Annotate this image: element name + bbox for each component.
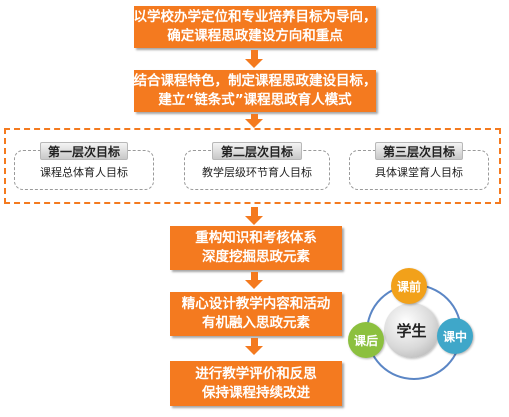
goal-1-title: 第一层次目标 xyxy=(40,142,128,160)
arrow-4-shaft xyxy=(251,272,258,281)
arrow-2-head xyxy=(245,119,263,128)
step-2-box: 结合课程特色，制定课程思政建设目标， 建立“链条式”课程思政育人模式 xyxy=(133,70,377,112)
step-3-box: 重构知识和考核体系 深度挖掘思政元素 xyxy=(170,226,342,270)
goal-2-title: 第二层次目标 xyxy=(212,142,302,160)
step-1-box: 以学校办学定位和专业培养目标为导向， 确定课程思政建设方向和重点 xyxy=(133,6,377,48)
goal-2-text: 教学层级环节育人目标 xyxy=(202,166,312,179)
goal-1-text: 课程总体育人目标 xyxy=(40,166,128,179)
goals-frame xyxy=(4,128,501,204)
step-5-line1: 进行教学评价和反思 xyxy=(195,365,317,382)
arrow-5-head xyxy=(245,346,263,355)
arrow-5-shaft xyxy=(251,338,258,347)
arrow-4-head xyxy=(245,280,263,289)
step-4-box: 精心设计教学内容和活动 有机融入思政元素 xyxy=(170,292,342,336)
step-5-box: 进行教学评价和反思 保持课程持续改进 xyxy=(170,361,342,406)
step-1-line1: 以学校办学定位和专业培养目标为导向， xyxy=(133,9,377,25)
arrow-2-shaft xyxy=(251,114,258,120)
goal-3-text: 具体课堂育人目标 xyxy=(375,166,463,179)
step-3-line2: 深度挖掘思政元素 xyxy=(202,249,310,265)
student-circle: 学生 xyxy=(384,303,439,358)
arrow-3-shaft xyxy=(251,207,258,217)
pre-class-circle: 课前 xyxy=(391,268,427,304)
in-class-circle: 课中 xyxy=(437,318,473,354)
arrow-1-head xyxy=(245,59,263,68)
step-2-line2: 建立“链条式”课程思政育人模式 xyxy=(158,92,352,108)
step-5-line2: 保持课程持续改进 xyxy=(202,384,310,401)
post-class-circle: 课后 xyxy=(348,322,384,358)
arrow-1-shaft xyxy=(251,50,258,60)
goal-3-title: 第三层次目标 xyxy=(375,142,463,160)
step-4-line1: 精心设计教学内容和活动 xyxy=(181,296,331,312)
step-3-line1: 重构知识和考核体系 xyxy=(195,230,317,246)
step-1-line2: 确定课程思政建设方向和重点 xyxy=(167,28,343,44)
step-2-line1: 结合课程特色，制定课程思政建设目标， xyxy=(133,73,377,89)
step-4-line2: 有机融入思政元素 xyxy=(202,315,310,331)
arrow-3-head xyxy=(245,216,263,225)
